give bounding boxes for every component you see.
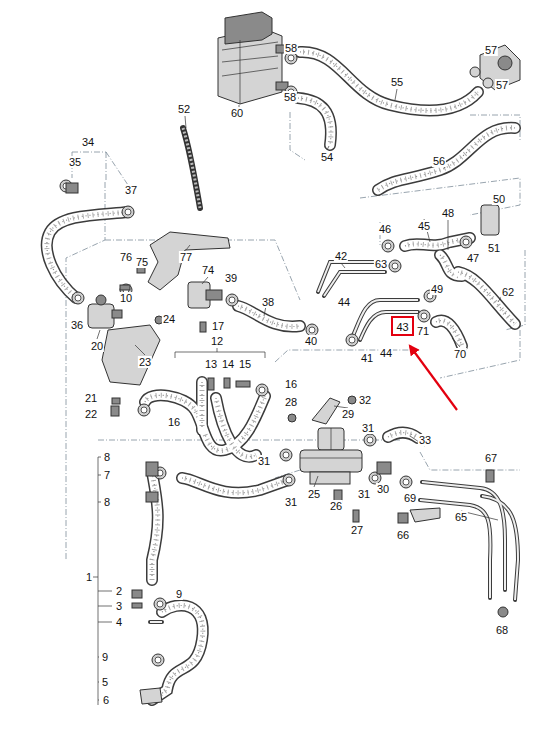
callout-number: 13 xyxy=(204,358,218,370)
callout-number: 25 xyxy=(307,488,321,500)
callout-number: 7 xyxy=(103,469,111,481)
callout-number: 76 xyxy=(119,251,133,263)
callout-number: 33 xyxy=(418,434,432,446)
callout-number: 34 xyxy=(81,136,95,148)
callout-number: 38 xyxy=(261,296,275,308)
brackets xyxy=(102,232,440,522)
callout-number: 16 xyxy=(284,378,298,390)
callout-number: 8 xyxy=(103,496,111,508)
callout-number: 43 xyxy=(397,321,408,333)
callout-number: 8 xyxy=(103,451,111,463)
callout-number: 3 xyxy=(115,600,123,612)
callout-number: 50 xyxy=(492,193,506,205)
callout-number: 35 xyxy=(68,156,82,168)
callout-number: 32 xyxy=(358,394,372,406)
group-lines xyxy=(66,112,525,560)
callout-number: 71 xyxy=(416,325,430,337)
callout-number: 1 xyxy=(85,571,93,583)
callout-number: 30 xyxy=(376,483,390,495)
callout-number: 58 xyxy=(284,42,298,54)
callout-number: 14 xyxy=(221,358,235,370)
callout-number: 39 xyxy=(224,272,238,284)
callout-number: 9 xyxy=(175,588,183,600)
callout-number: 70 xyxy=(453,348,467,360)
callout-number: 6 xyxy=(102,694,110,706)
callout-number: 28 xyxy=(284,396,298,408)
callout-number: 9 xyxy=(101,651,109,663)
callout-number: 36 xyxy=(70,319,84,331)
connector-57 xyxy=(470,45,520,90)
callout-number: 77 xyxy=(179,251,193,263)
callout-number: 24 xyxy=(162,313,176,325)
leader-lines xyxy=(97,89,508,520)
callout-number: 41 xyxy=(360,352,374,364)
heater-unit xyxy=(218,12,288,104)
callout-number: 74 xyxy=(201,264,215,276)
callout-number: 48 xyxy=(441,207,455,219)
metal-pipes xyxy=(150,262,518,622)
callout-number: 55 xyxy=(390,76,404,88)
pointer-arrow xyxy=(410,346,457,410)
callout-number: 58 xyxy=(283,91,297,103)
callout-number: 31 xyxy=(257,455,271,467)
callout-number: 15 xyxy=(238,358,252,370)
callout-number: 31 xyxy=(361,422,375,434)
callout-number: 17 xyxy=(211,320,225,332)
callout-number: 69 xyxy=(403,492,417,504)
callout-number: 47 xyxy=(466,252,480,264)
callout-number: 56 xyxy=(432,155,446,167)
callout-number: 42 xyxy=(334,250,348,262)
callout-number: 26 xyxy=(329,500,343,512)
callout-number: 60 xyxy=(230,107,244,119)
callout-number: 57 xyxy=(495,79,509,91)
callout-number: 49 xyxy=(430,283,444,295)
callout-number: 66 xyxy=(396,529,410,541)
callout-number: 4 xyxy=(115,616,123,628)
pump-20 xyxy=(88,295,122,328)
callout-number: 22 xyxy=(84,408,98,420)
callout-number: 27 xyxy=(350,524,364,536)
callout-number: 68 xyxy=(495,624,509,636)
seal-strip xyxy=(183,128,200,208)
callout-number: 16 xyxy=(167,416,181,428)
callout-number: 44 xyxy=(337,296,351,308)
callout-number: 45 xyxy=(417,220,431,232)
callout-number: 31 xyxy=(357,488,371,500)
callout-number: 10 xyxy=(119,292,133,304)
callout-number: 37 xyxy=(124,184,138,196)
callout-number: 31 xyxy=(284,496,298,508)
callout-number: 67 xyxy=(484,452,498,464)
callout-number: 57 xyxy=(484,44,498,56)
callout-number: 20 xyxy=(90,340,104,352)
callout-number: 51 xyxy=(487,242,501,254)
callout-number: 65 xyxy=(454,511,468,523)
coolant-hoses xyxy=(47,52,515,700)
valve-25 xyxy=(300,428,362,484)
callout-number: 23 xyxy=(138,356,152,368)
callout-number: 5 xyxy=(101,676,109,688)
callout-number: 12 xyxy=(210,335,224,347)
callout-number: 62 xyxy=(501,286,515,298)
callout-number: 40 xyxy=(304,335,318,347)
callout-number: 44 xyxy=(379,347,393,359)
highlight-box: 43 xyxy=(391,316,414,336)
callout-number: 63 xyxy=(374,258,388,270)
hose-clamps xyxy=(60,52,472,666)
callout-number: 52 xyxy=(177,103,191,115)
valve-74 xyxy=(188,282,222,308)
callout-number: 2 xyxy=(115,585,123,597)
callout-number: 75 xyxy=(135,256,149,268)
callout-number: 46 xyxy=(378,223,392,235)
callout-number: 21 xyxy=(84,392,98,404)
bracket-lines xyxy=(93,348,265,705)
small-hardware xyxy=(66,183,508,704)
callout-number: 54 xyxy=(320,151,334,163)
callout-number: 29 xyxy=(341,408,355,420)
